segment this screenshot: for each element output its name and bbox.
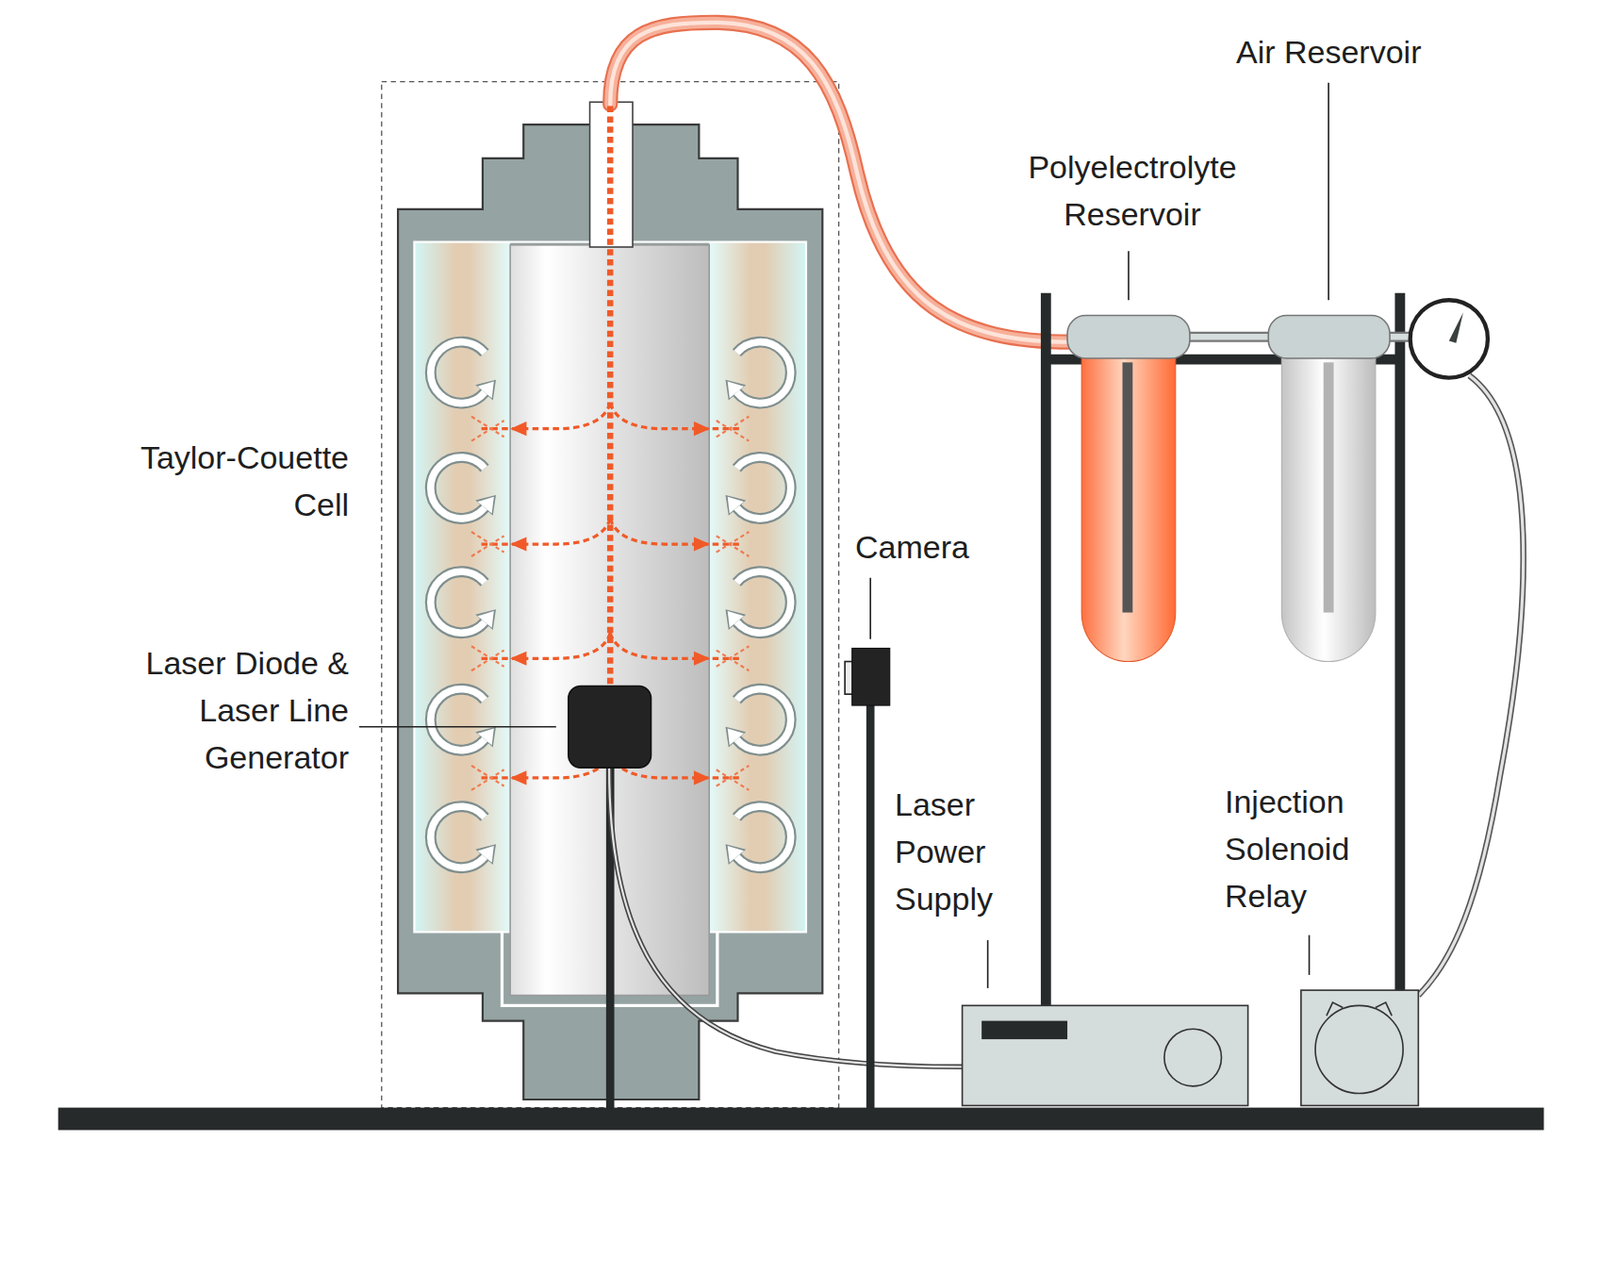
part-label: Air Reservoir	[1236, 28, 1421, 76]
leader-line	[1127, 250, 1130, 300]
camera-body	[852, 647, 891, 706]
vortex-arrow	[430, 571, 496, 633]
polyelectrolyte-vessel	[1081, 357, 1176, 662]
part-label: Laser Diode & Laser Line Generator	[84, 639, 349, 781]
leader-line	[1327, 82, 1330, 301]
dip-tube	[1323, 362, 1335, 612]
power-display	[981, 1021, 1068, 1040]
air-hose-outline	[1418, 375, 1523, 995]
part-label: Laser Power Supply	[894, 780, 1027, 923]
stand-post	[1394, 293, 1405, 993]
leader-line	[1308, 935, 1311, 975]
vortex-arrow	[430, 689, 496, 751]
leader-line	[869, 577, 872, 640]
air-vessel	[1281, 357, 1376, 662]
tube-highlight	[610, 22, 1072, 343]
vortex-arrow	[430, 342, 496, 404]
part-label: Injection Solenoid Relay	[1224, 777, 1390, 920]
laser-diode	[568, 686, 652, 769]
air-hose	[1418, 375, 1523, 995]
leader-line	[987, 940, 990, 989]
vortex-arrow	[725, 689, 791, 751]
part-label: Polyelectrolyte Reservoir	[990, 143, 1274, 238]
pressure-gauge	[1410, 299, 1488, 378]
camera-stand	[866, 704, 875, 1110]
relay-coil	[1315, 1005, 1403, 1093]
vortex-arrow	[725, 806, 791, 868]
polyelectrolyte-tube	[610, 22, 1072, 343]
power-knob	[1164, 1028, 1222, 1087]
laser-beam	[607, 106, 613, 687]
bench	[58, 1107, 1545, 1131]
vortex-arrow	[725, 342, 791, 404]
injection-channel	[590, 101, 633, 248]
tube-outline	[610, 22, 1072, 343]
reservoir-cap	[1067, 315, 1190, 359]
vortex-arrow	[725, 571, 791, 633]
stand-post	[1040, 293, 1052, 1008]
part-label: Camera	[855, 523, 970, 571]
part-label: Taylor-Couette Cell	[103, 433, 349, 528]
solenoid-relay	[1301, 989, 1419, 1106]
reservoir-cap	[1268, 315, 1390, 359]
gauge-needle	[1449, 312, 1464, 343]
vortex-arrow	[430, 806, 496, 868]
fluid-gap	[709, 242, 807, 933]
leader-line	[359, 725, 557, 728]
vortex-arrow	[725, 457, 791, 519]
power-supply	[962, 1005, 1249, 1106]
dip-tube	[1121, 362, 1133, 612]
fluid-gap	[413, 242, 511, 933]
vortex-arrow	[430, 457, 496, 519]
